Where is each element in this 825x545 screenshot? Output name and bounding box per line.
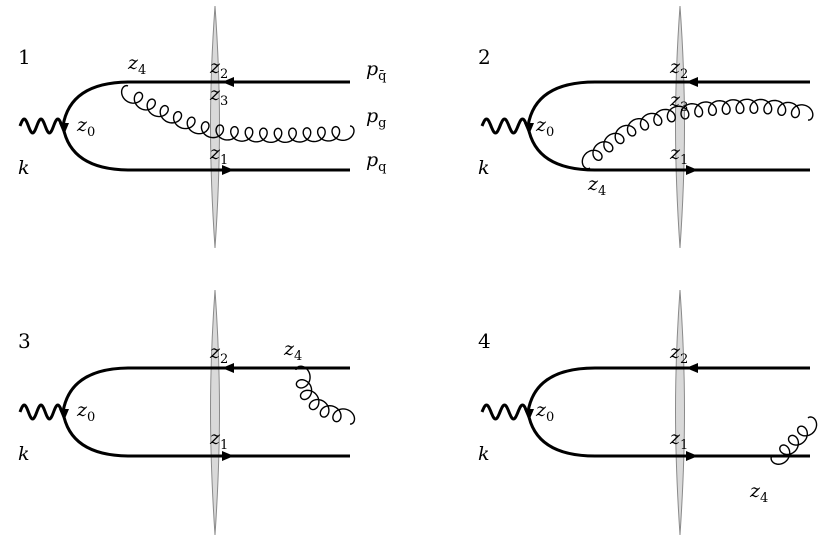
- panel-4-label-z1: z1: [669, 427, 688, 453]
- panel-3-label-z2: z2: [209, 341, 228, 367]
- panel-3-gluon: [295, 365, 356, 425]
- panel-2-antiquark-arrow: [686, 77, 698, 87]
- panel-4-number: 4: [478, 329, 491, 353]
- panel-1-label-z2: z2: [209, 56, 228, 82]
- panel-4: 4 k z0 z1 z2 z4: [478, 289, 818, 536]
- panel-3-antiquark-arrow: [222, 363, 234, 373]
- panel-1-photon: [18, 117, 64, 135]
- panel-1-label-z0: z0: [76, 114, 95, 140]
- panel-1-label-p-q: pq: [366, 149, 387, 175]
- panel-3-label-z4: z4: [283, 338, 302, 364]
- panel-4-quark-arrow: [686, 451, 698, 461]
- panel-3-label-z0: z0: [76, 399, 95, 425]
- panel-1-quark-arrow: [222, 165, 234, 175]
- panel-2-label-z2: z2: [669, 56, 688, 82]
- panel-3-label-z1: z1: [209, 427, 228, 453]
- panel-2-quark-loop: [526, 80, 810, 172]
- panel-1-quark-loop: [61, 80, 350, 172]
- panel-4-quark-loop: [526, 366, 810, 458]
- panel-4-label-z0: z0: [535, 399, 554, 425]
- panel-1-label-p-qbar: pq̄: [366, 58, 387, 84]
- panel-2-label-z0: z0: [535, 114, 554, 140]
- panel-1-label-z3: z3: [209, 83, 228, 109]
- panel-1-label-p-g: pg: [366, 105, 387, 131]
- panel-1: 1 k z0 z1 z2 z3 z4 pq̄ pg pq: [18, 5, 387, 249]
- panel-2: 2 k z0 z1 z2 z3 z4: [478, 5, 814, 249]
- panel-2-label-z3: z3: [669, 89, 688, 115]
- panel-4-antiquark-arrow: [686, 363, 698, 373]
- panel-2-number: 2: [478, 45, 491, 69]
- panel-2-label-z4: z4: [587, 173, 606, 199]
- panel-2-quark-arrow: [686, 165, 698, 175]
- panel-3-shockwave: [210, 289, 220, 536]
- panel-4-gluon: [770, 416, 818, 465]
- panel-1-gluon: [120, 84, 355, 144]
- panel-4-label-z4: z4: [749, 480, 768, 506]
- panel-1-photon-label: k: [18, 157, 30, 179]
- panel-1-label-z1: z1: [209, 142, 228, 168]
- panel-2-gluon: [581, 98, 814, 170]
- panel-2-shockwave: [675, 5, 685, 249]
- panel-3-number: 3: [18, 329, 31, 353]
- panel-2-label-z1: z1: [669, 142, 688, 168]
- panel-4-label-z2: z2: [669, 341, 688, 367]
- panel-1-antiquark-arrow: [222, 77, 234, 87]
- panel-2-photon: [480, 117, 529, 135]
- panel-4-shockwave: [675, 289, 685, 536]
- panel-3-photon-label: k: [18, 443, 30, 465]
- panel-3: 3 k z0 z1 z2 z4: [18, 289, 356, 536]
- panel-4-photon-label: k: [478, 443, 490, 465]
- panel-1-shockwave: [210, 5, 220, 249]
- panel-4-photon: [480, 403, 529, 421]
- panel-3-quark-arrow: [222, 451, 234, 461]
- panel-1-number: 1: [18, 45, 31, 69]
- panel-3-photon: [18, 403, 64, 421]
- panel-2-photon-label: k: [478, 157, 490, 179]
- panel-1-label-z4: z4: [127, 52, 146, 78]
